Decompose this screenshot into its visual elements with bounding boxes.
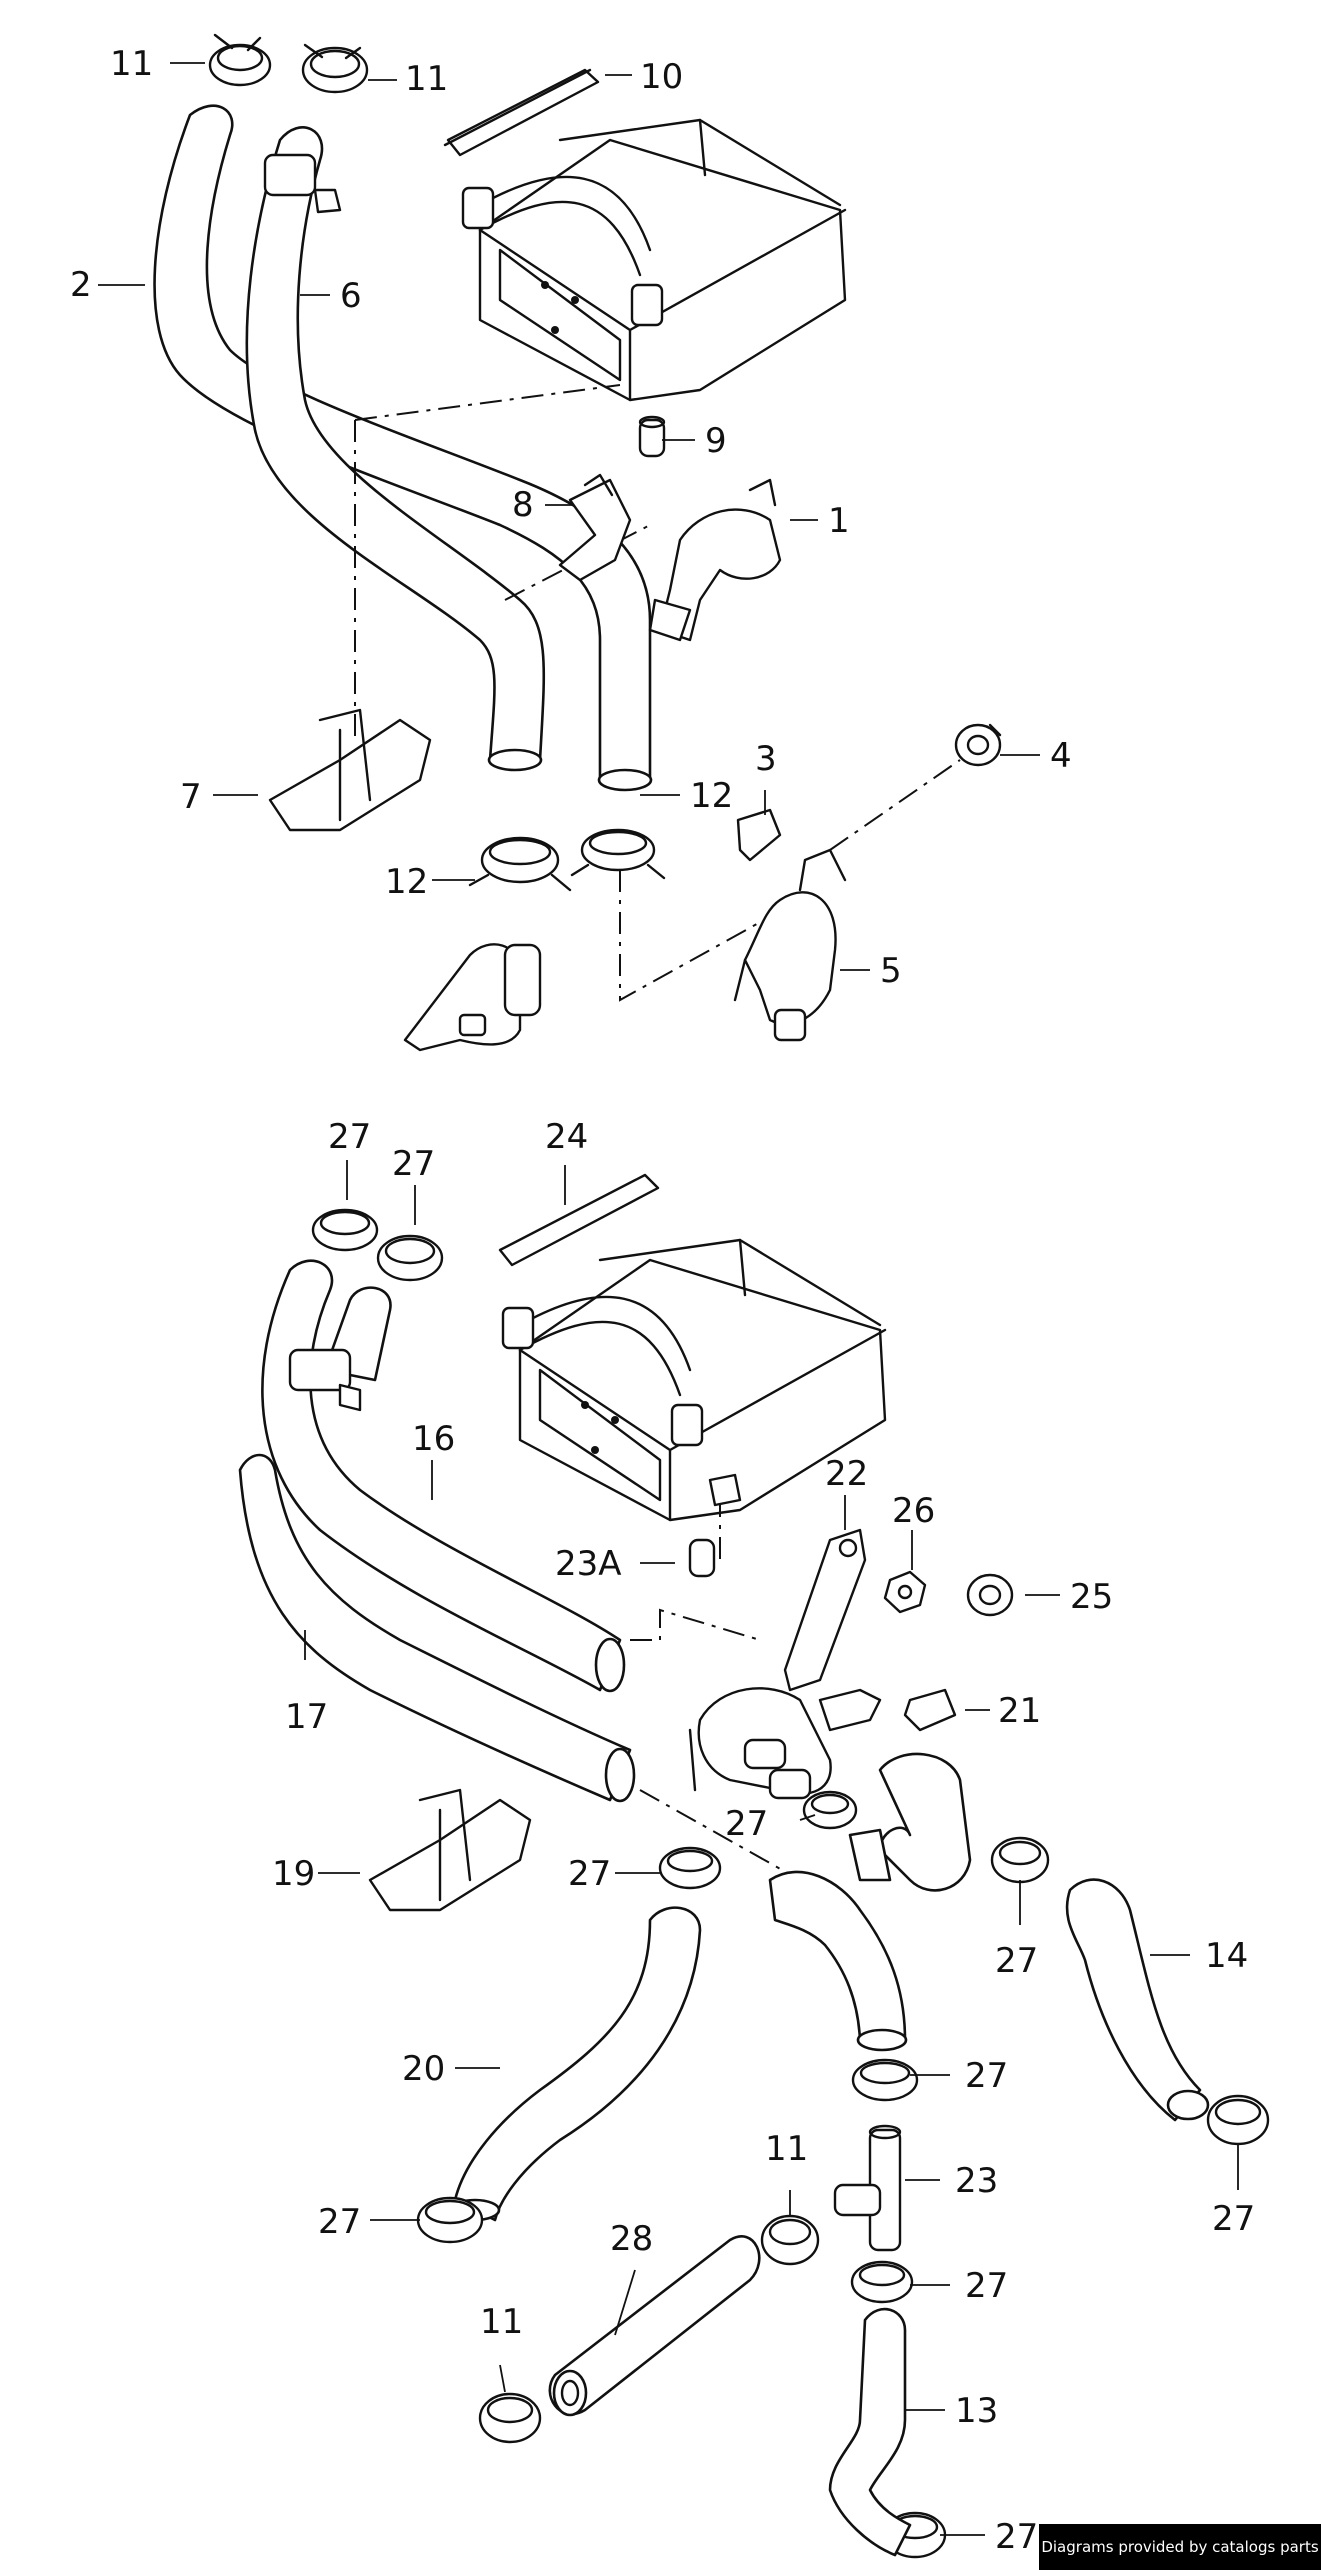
callout-19: 19 (272, 1854, 315, 1894)
callout-27: 27 (965, 2266, 1008, 2306)
callout-5: 5 (880, 951, 902, 991)
callout-22: 22 (825, 1454, 868, 1494)
tee-connector-23 (833, 2124, 902, 2252)
coolant-hose-20 (449, 1906, 702, 2222)
callout-6: 6 (340, 276, 362, 316)
seal-strip-10 (443, 68, 600, 157)
nut-26 (883, 1570, 927, 1614)
top-assembly (98, 33, 1040, 1052)
hose-clamp-27-hose20-end (416, 2196, 484, 2244)
coolant-hose-middle (768, 1870, 908, 2052)
callout-27: 27 (965, 2056, 1008, 2096)
callout-20: 20 (402, 2049, 445, 2089)
hose-clamp-11-bottom-left (478, 2392, 542, 2444)
callout-27: 27 (995, 1941, 1038, 1981)
callout-11: 11 (480, 2302, 523, 2342)
bracket-1 (648, 478, 782, 642)
hose-clamp-12-left (468, 836, 572, 892)
fitting-3 (736, 808, 782, 862)
hose-clamp-27-lower-tee (850, 2260, 914, 2304)
callout-21: 21 (998, 1691, 1041, 1731)
callout-4: 4 (1050, 736, 1072, 776)
plug-23A (688, 1473, 742, 1578)
hose-clamp-27-top-left (311, 1208, 379, 1252)
hose-clamp-11-bottom-right (760, 2214, 820, 2266)
callout-7: 7 (180, 777, 202, 817)
callout-27: 27 (392, 1144, 435, 1184)
cap-25 (966, 1573, 1014, 1617)
callout-25: 25 (1070, 1577, 1113, 1617)
hose-connector-bottom (403, 943, 542, 1052)
callout-11: 11 (765, 2129, 808, 2169)
callout-labels: 11 11 10 2 6 9 8 1 3 4 7 12 12 5 27 27 2… (70, 44, 1255, 2557)
bottom-assembly (238, 1160, 1270, 2559)
callout-2: 2 (70, 265, 92, 305)
callout-17: 17 (285, 1697, 328, 1737)
coolant-hose-14 (1065, 1878, 1210, 2122)
callout-9: 9 (705, 421, 727, 461)
callout-10: 10 (640, 57, 683, 97)
hose-elbow-right (848, 1752, 972, 1892)
coolant-hose-6 (245, 126, 546, 772)
bracket-19 (368, 1788, 532, 1912)
hose-clamp-27-hose14-end (1206, 2094, 1270, 2146)
hose-clamp-27-valve (802, 1790, 858, 1830)
seal-strip-24 (498, 1173, 660, 1267)
coolant-hose-2 (153, 104, 653, 792)
callout-24: 24 (545, 1117, 588, 1157)
callout-26: 26 (892, 1491, 935, 1531)
valve-5 (733, 848, 847, 1042)
coolant-hose-16 (261, 1259, 626, 1693)
callout-11: 11 (110, 44, 153, 84)
callout-12: 12 (385, 862, 428, 902)
hose-clamp-27-mid-left (658, 1846, 722, 1890)
callout-11: 11 (405, 59, 448, 99)
callout-28: 28 (610, 2219, 653, 2259)
callout-27: 27 (568, 1854, 611, 1894)
callout-1: 1 (828, 501, 850, 541)
callout-8: 8 (512, 485, 534, 525)
callout-27: 27 (995, 2517, 1038, 2557)
coolant-hose-17 (238, 1453, 636, 1803)
cap-4 (954, 723, 1002, 767)
straight-hose-28 (548, 2235, 761, 2417)
callout-13: 13 (955, 2391, 998, 2431)
callout-12: 12 (690, 776, 733, 816)
callout-27: 27 (328, 1117, 371, 1157)
callout-3: 3 (755, 739, 777, 779)
plug-9 (638, 415, 666, 458)
callout-14: 14 (1205, 1936, 1248, 1976)
credits-footer: Diagrams provided by catalogs parts (1039, 2524, 1321, 2570)
hose-clamp-12-right (570, 828, 666, 880)
heater-valve-body (688, 1687, 882, 1800)
hose-clamp-11-left (208, 33, 272, 87)
hose-clamp-27-right (990, 1836, 1050, 1884)
coolant-hose-16-branch (288, 1286, 392, 1412)
clip-8 (558, 473, 632, 582)
callout-23A: 23A (555, 1544, 622, 1584)
hose-clamp-27-upper-tee (851, 2058, 919, 2102)
clip-21 (903, 1688, 957, 1732)
callout-23: 23 (955, 2161, 998, 2201)
heater-core-box-bottom (501, 1238, 887, 1522)
callout-27: 27 (1212, 2199, 1255, 2239)
coolant-hose-13 (828, 2307, 912, 2557)
bracket-22 (783, 1528, 867, 1692)
callout-27: 27 (725, 1804, 768, 1844)
hose-clamp-27-top-right (376, 1234, 444, 1282)
callout-16: 16 (412, 1419, 455, 1459)
hose-clamp-11-right (301, 43, 369, 94)
bracket-7 (268, 708, 432, 832)
callout-27: 27 (318, 2202, 361, 2242)
heater-core-box-top (461, 118, 847, 402)
